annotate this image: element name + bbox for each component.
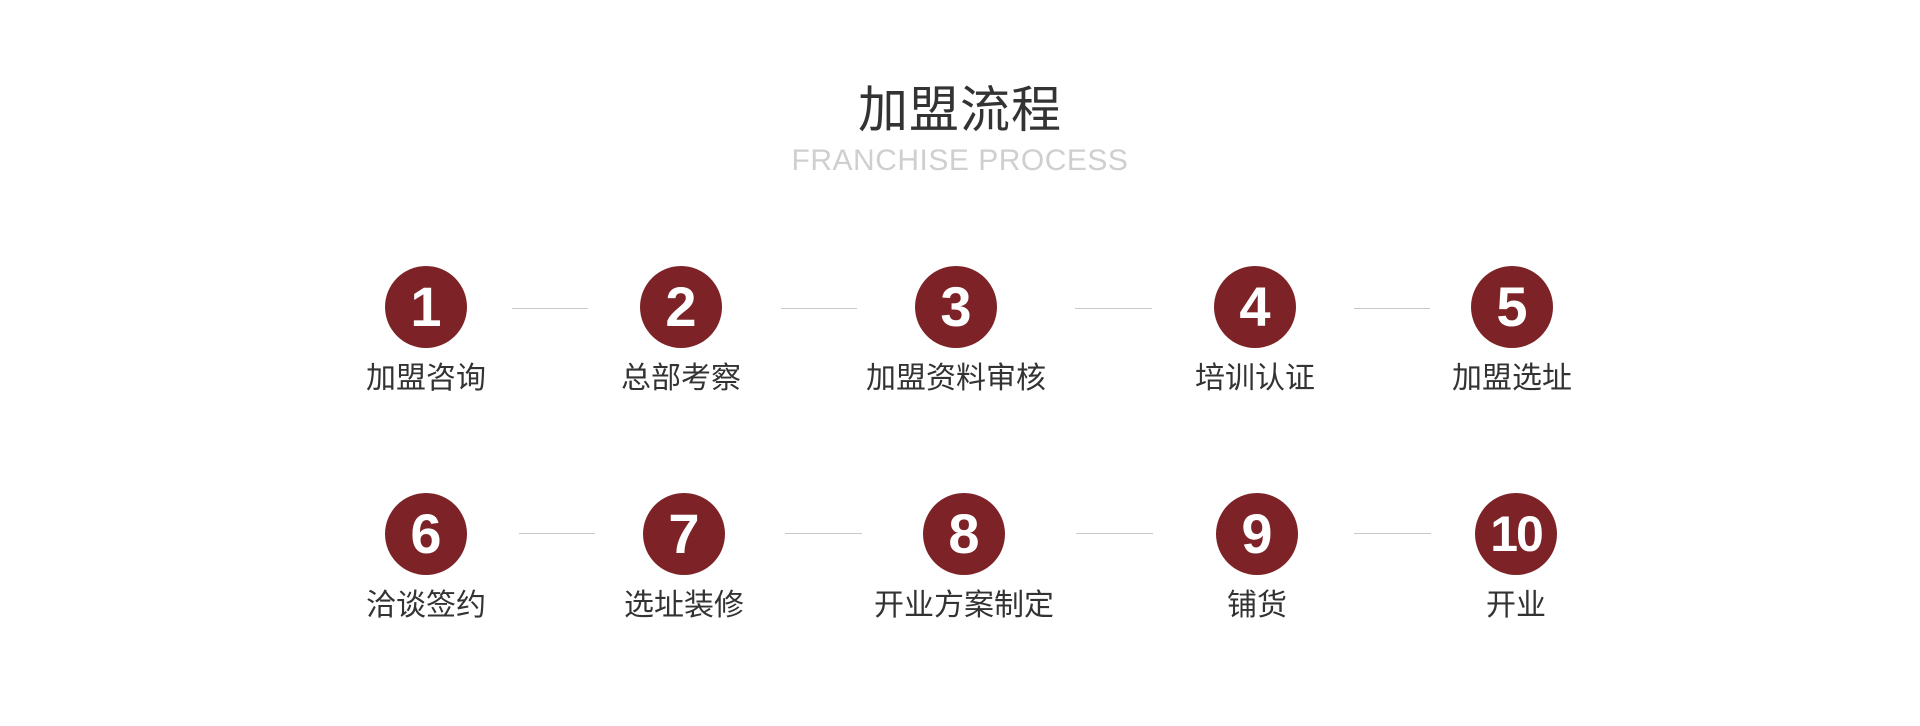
step-number-badge: 8 bbox=[923, 493, 1005, 575]
step-connector bbox=[1354, 533, 1431, 534]
step-label: 选址装修 bbox=[624, 588, 744, 623]
step-number-badge: 5 bbox=[1471, 266, 1553, 348]
process-step-1: 1 加盟咨询 bbox=[296, 266, 556, 398]
page-title: 加盟流程 bbox=[858, 81, 1062, 139]
step-connector bbox=[785, 533, 862, 534]
step-label: 加盟资料审核 bbox=[866, 361, 1046, 396]
step-number-badge: 1 bbox=[385, 266, 467, 348]
step-label: 加盟咨询 bbox=[366, 361, 486, 396]
process-step-9: 9 铺货 bbox=[1127, 493, 1387, 625]
step-connector bbox=[781, 308, 857, 309]
process-step-10: 10 开业 bbox=[1386, 493, 1646, 625]
page-subtitle: FRANCHISE PROCESS bbox=[791, 144, 1129, 177]
step-connector bbox=[512, 308, 588, 309]
step-label: 开业方案制定 bbox=[874, 588, 1054, 623]
process-step-4: 4 培训认证 bbox=[1125, 266, 1385, 398]
section-heading: 加盟流程 FRANCHISE PROCESS bbox=[0, 80, 1920, 180]
process-step-3: 3 加盟资料审核 bbox=[826, 266, 1086, 398]
step-number-badge: 6 bbox=[385, 493, 467, 575]
process-step-5: 5 加盟选址 bbox=[1382, 266, 1642, 398]
step-label: 培训认证 bbox=[1195, 361, 1315, 396]
step-label: 总部考察 bbox=[621, 361, 741, 396]
step-connector bbox=[1076, 533, 1153, 534]
step-connector bbox=[1354, 308, 1430, 309]
step-number-badge: 3 bbox=[915, 266, 997, 348]
step-label: 铺货 bbox=[1227, 588, 1287, 623]
step-number-badge: 4 bbox=[1214, 266, 1296, 348]
process-step-8: 8 开业方案制定 bbox=[834, 493, 1094, 625]
step-number-badge: 2 bbox=[640, 266, 722, 348]
process-step-7: 7 选址装修 bbox=[554, 493, 814, 625]
step-number-badge: 7 bbox=[643, 493, 725, 575]
step-connector bbox=[519, 533, 595, 534]
step-label: 开业 bbox=[1486, 588, 1546, 623]
process-step-6: 6 洽谈签约 bbox=[296, 493, 556, 625]
step-number-badge: 10 bbox=[1475, 493, 1557, 575]
step-label: 加盟选址 bbox=[1452, 361, 1572, 396]
step-number-badge: 9 bbox=[1216, 493, 1298, 575]
step-connector bbox=[1075, 308, 1152, 309]
process-step-2: 2 总部考察 bbox=[551, 266, 811, 398]
step-label: 洽谈签约 bbox=[366, 588, 486, 623]
